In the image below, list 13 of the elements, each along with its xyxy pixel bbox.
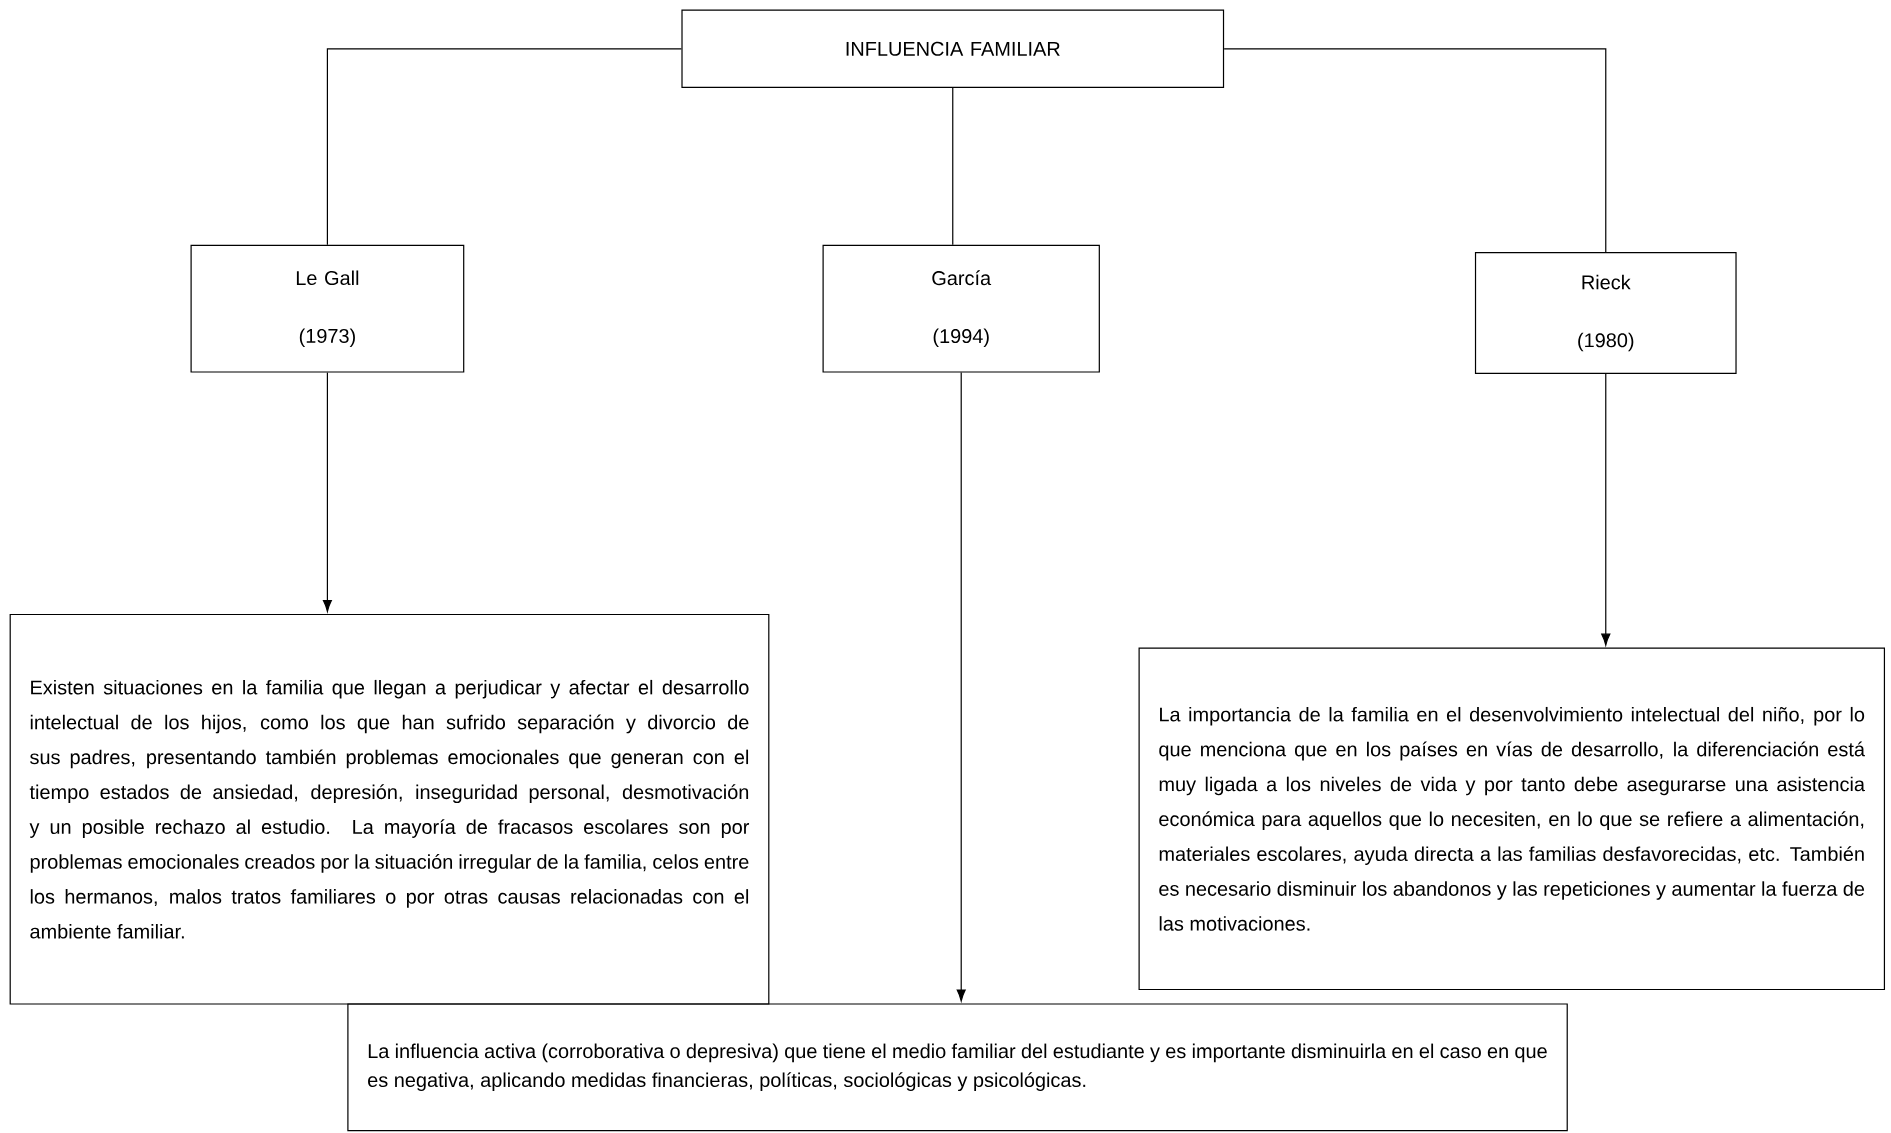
connector-line — [326, 48, 682, 246]
arrow — [956, 372, 966, 1002]
connector-line — [952, 87, 954, 246]
text-box: La influencia activa (corroborativa o depresiva) que tiene el medio familiar del estudiante y es importante disminuirla en el caso en que es negativa, aplicando medidas financieras, políticas, sociológicas y psicológicas. — [347, 1003, 1568, 1132]
text-box: La importancia de la familia en el desenvolvimiento intelectual del niño, por lo que menciona que en los países en vías de desarrollo, la diferenciación está muy ligada a los niveles de vida y por tanto debe asegurarse una asistencia económica para aquellos que lo necesiten, en lo que se refiere a alimentación, materiales escolares, ayuda directa a las familias desfavorecidas, etc. También es necesario disminuir los abandonos y las repeticiones y aumentar la fuerza de las motivaciones. — [1138, 647, 1886, 991]
arrow — [1601, 373, 1611, 646]
author-box: García (1994) — [822, 244, 1100, 373]
text-box: Existen situaciones en la familia que llegan a perjudicar y afectar el desarrollo intelectual de los hijos, como los que han sufrido separación y divorcio de sus padres, presentando también problemas emocionales que generan con el tiempo estados de ansiedad, depresión, inseguridad personal, desmotivación y un posible rechazo al estudio. La mayoría de fracasos escolares son por problemas emocionales creados por la situación irregular de la familia, celos entre los hermanos, malos tratos familiares o por otras causas relacionadas con el ambiente familiar. — [9, 613, 770, 1005]
arrow — [322, 372, 332, 612]
author-box: Rieck (1980) — [1474, 252, 1737, 374]
connector-line — [1223, 48, 1607, 253]
title-box: INFLUENCIA FAMILIAR — [681, 9, 1225, 88]
author-box: Le Gall (1973) — [190, 244, 465, 373]
